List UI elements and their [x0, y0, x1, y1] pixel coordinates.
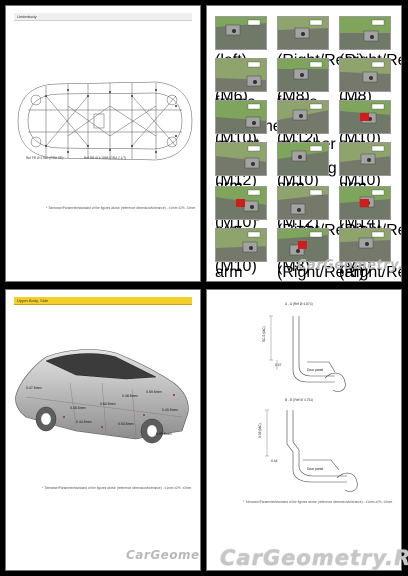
dimension-label: 0.53.5mm: [118, 422, 134, 426]
part-photo: [339, 100, 391, 134]
part-photo: [215, 228, 267, 262]
photo-cell: Rear cover (Right/Rear) bolt (M8): [339, 228, 401, 281]
dimension-label: 0.44.5mm: [76, 420, 92, 424]
part-photo: [277, 16, 329, 50]
dimension-label: 0.47.5mm: [26, 386, 42, 390]
page-photo-grid: Front cover (left) bolt (M6)Front cover …: [206, 5, 402, 282]
dimension-label: 0.60.5mm: [100, 402, 116, 406]
part-photo: [339, 58, 391, 92]
dimension-label: SC.5 (MC): [262, 326, 266, 342]
photo-cell: Front sub frame bolt (M12): [277, 58, 331, 147]
page-footnote: * Tolerance/Parameter/standard of the fi…: [46, 206, 196, 210]
page-sections: A - A (Ref Ø 4.874) SC.5 (MC) 0.47 Door …: [206, 289, 402, 571]
part-photo: [215, 142, 267, 176]
page-footnote: * Tolerance/Parameter/standard of the fi…: [42, 486, 192, 490]
page-header-title: Underbody: [17, 14, 37, 19]
photo-cell: Rear cover (Right/Rear) bolt (M8): [277, 186, 364, 275]
photo-cell: Front lower arm bolt (M10): [339, 58, 393, 147]
part-photo: [277, 228, 329, 262]
door-panel-label: Door panel: [307, 467, 323, 471]
underbody-caption-front: Ref FR Ø 4.060 (GRA SD): [26, 156, 64, 160]
dimension-label: 0.47: [275, 363, 282, 367]
part-photo: [339, 186, 391, 220]
dimension-label: 0.44: [271, 459, 278, 463]
photo-cell: Rear coupling arm bolt (M12): [277, 142, 337, 231]
photo-cell: Rear lower arm bolt (M12): [215, 228, 269, 281]
dimension-label: 0.45.5mm: [70, 406, 86, 410]
watermark: CarGeometry.Ru: [297, 258, 401, 273]
photo-cell: Rear trailing arm bolt (M10): [215, 186, 269, 275]
page-footnote: * Tolerance/Parameter/standard of the fi…: [243, 500, 393, 504]
page-header-bar: Underbody: [14, 13, 192, 21]
photo-cell: Rear cover (Right/Rear) bolt (M8): [277, 228, 364, 281]
part-photo: [277, 58, 329, 92]
part-photo: [215, 186, 267, 220]
section-a-title: A - A (Ref Ø 4.874): [285, 302, 313, 306]
underbody-diagram: [17, 81, 193, 161]
part-photo: [215, 58, 267, 92]
dimension-label: 0.48.5mm: [122, 394, 138, 398]
watermark: CarGeometry.Ru: [126, 548, 200, 562]
photo-cell: Front cover (Right/Rear) bolt (M8): [277, 16, 364, 105]
part-photo: [215, 100, 267, 134]
page-upper-body-side: Upper Body, Side 0.47.5mm 0.45.5mm 0.60.…: [5, 289, 201, 571]
page-header-title: Upper Body, Side: [17, 298, 49, 303]
section-b-title: B - B (Ref Ø 4.751): [285, 398, 314, 402]
photo-cell: Rear lower arm bolt (M10): [215, 142, 269, 231]
dimension-label: 0.49.5mm: [156, 432, 172, 436]
part-photo: [339, 228, 391, 262]
photo-cell: Front sub frame bolt (M10): [215, 58, 269, 147]
dimension-label: 0.59.5mm: [146, 390, 162, 394]
photo-cell: Rear subframe mount bolt (M12): [215, 100, 282, 189]
section-a-drawing: SC.5 (MC) 0.47 Door panel: [262, 315, 346, 392]
dimension-label: 0.39 (MC): [258, 423, 262, 438]
door-panel-label: Door panel: [307, 368, 323, 372]
photo-cell: Front cover (Right/Rear) bolt (M8): [339, 16, 401, 105]
site-watermark: CarGeometry.Ru: [220, 546, 408, 570]
part-photo: [277, 142, 329, 176]
photo-cell: Front cover (left) bolt (M6): [215, 16, 269, 105]
page-header-bar: Upper Body, Side: [14, 297, 192, 305]
part-photo: [277, 186, 329, 220]
car-body-illustration: 0.47.5mm 0.45.5mm 0.60.5mm 0.48.5mm 0.59…: [15, 349, 189, 444]
part-photo: [339, 16, 391, 50]
part-photo: [277, 100, 329, 134]
underbody-caption-rear: Ref RR Ø 4.1868 (GRA 2.1/7): [84, 156, 127, 160]
part-photo: [215, 16, 267, 50]
page-underbody: Underbody Ref FR Ø 4.060 (GRA SD) Ref RR: [5, 5, 201, 282]
photo-cell: Rear cross member bolt (M10): [277, 100, 336, 189]
photo-cell: Rear lower arm bolt (M14): [339, 142, 393, 231]
part-photo: [339, 142, 391, 176]
photo-cell: Rear cover (Right/Rear) bolt (M8): [339, 186, 401, 275]
photo-cell: Rear lower arm bolt (M10): [339, 100, 393, 189]
section-b-drawing: 0.39 (MC) 0.44 Door panel: [258, 409, 358, 492]
dimension-label: 0.49.5mm: [162, 408, 178, 412]
